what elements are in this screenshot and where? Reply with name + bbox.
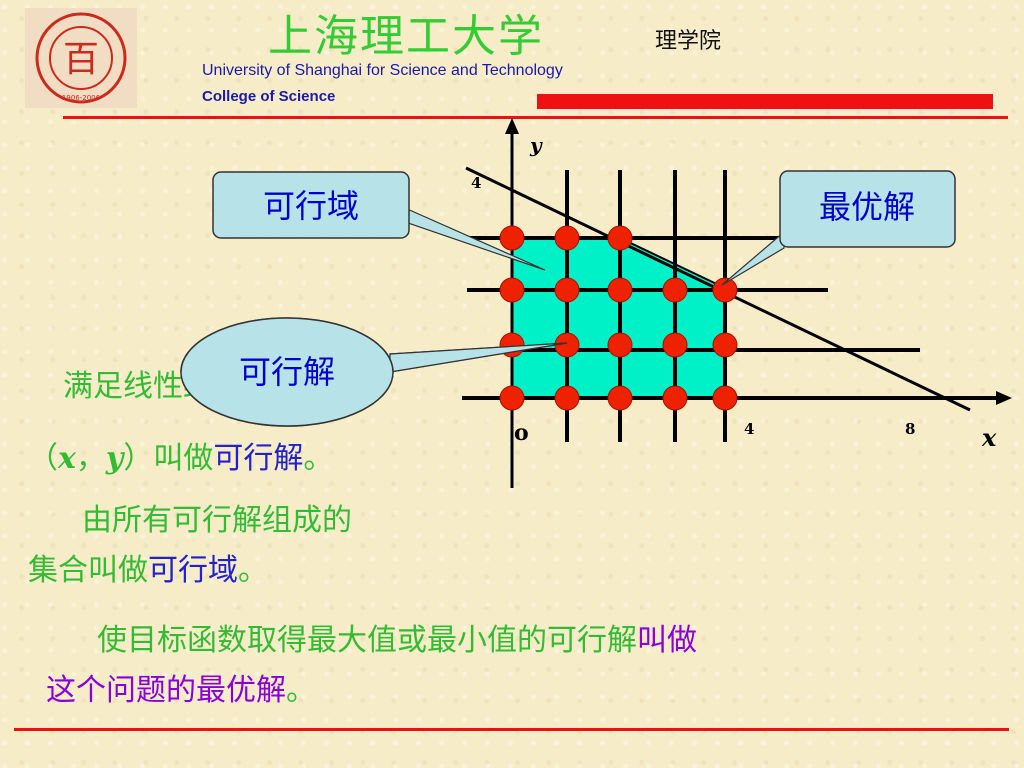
footer-divider	[14, 728, 1009, 731]
term-feasible-region: 可行域	[148, 553, 238, 588]
paragraph-feasible-region-line1: 由所有可行解组成的	[82, 503, 352, 538]
paragraph-term: 叫做	[637, 623, 697, 658]
feasible-point	[607, 225, 633, 251]
feasible-point	[499, 225, 525, 251]
callout-pointer	[389, 342, 568, 373]
var-y: y	[105, 441, 124, 476]
university-logo: 百 1906-2006	[25, 8, 137, 108]
callout-ellipse	[180, 317, 394, 427]
x-axis-label: x	[981, 423, 997, 452]
logo-char: 百	[63, 39, 99, 80]
x-axis-arrow-icon	[996, 391, 1012, 405]
period: 。	[286, 673, 316, 708]
logo-years: 1906-2006	[62, 94, 101, 102]
period: 。	[303, 441, 334, 476]
paragraph-text: 使目标函数取得最大值或最小值的可行解	[97, 623, 637, 658]
term-optimal-solution: 这个问题的最优解	[46, 673, 286, 708]
paragraph-optimal-line1: 使目标函数取得最大值或最小值的可行解叫做	[97, 626, 697, 656]
feasible-point	[499, 385, 525, 411]
university-title-en: University of Shanghai for Science and T…	[202, 62, 563, 79]
feasible-point	[607, 385, 633, 411]
callout-label: 最优解	[819, 188, 915, 226]
x-tick-label: 8	[905, 420, 915, 438]
paragraph-feasible-solution-line2: （x，y）叫做可行解。	[28, 444, 333, 474]
paragraph-text: 集合叫做	[28, 553, 148, 588]
callout-optimal-solution: 最优解	[721, 170, 956, 286]
feasible-point	[662, 385, 688, 411]
y-axis-label: y	[529, 133, 543, 157]
feasible-point	[712, 385, 738, 411]
var-x: x	[58, 441, 76, 476]
feasible-point	[712, 332, 738, 358]
feasible-point	[712, 277, 738, 303]
callout-label: 可行解	[239, 353, 335, 391]
y-axis-arrow-icon	[505, 118, 519, 134]
y-tick-label: 4	[471, 174, 481, 192]
feasible-point	[662, 277, 688, 303]
callout-box	[779, 170, 956, 248]
feasible-point	[554, 385, 580, 411]
feasible-point	[554, 225, 580, 251]
logo-seal-icon: 百 1906-2006	[35, 12, 127, 104]
term-feasible-solution: 可行解	[213, 441, 304, 476]
paragraph-feasible-region-line2: 集合叫做可行域。	[28, 556, 268, 586]
callout-box	[212, 171, 410, 239]
x-tick-label: 4	[744, 420, 754, 438]
university-title-cn: 上海理工大学	[268, 11, 544, 62]
feasible-points	[499, 225, 738, 411]
paren-open: （	[28, 441, 58, 476]
feasible-point	[607, 277, 633, 303]
paragraph-optimal-line2: 这个问题的最优解。	[46, 676, 316, 706]
callout-feasible-region: 可行域	[212, 171, 546, 271]
feasible-point	[554, 277, 580, 303]
feasible-point	[662, 332, 688, 358]
header-divider	[63, 116, 1008, 119]
origin-label: o	[514, 420, 529, 446]
callout-label: 可行域	[263, 187, 359, 225]
paren-close: ）叫做	[123, 441, 214, 476]
comma: ，	[75, 441, 106, 476]
feasible-point	[607, 332, 633, 358]
period: 。	[238, 553, 268, 588]
college-title-cn: 理学院	[655, 29, 722, 54]
college-title-en: College of Science	[202, 88, 336, 105]
header-red-bar	[537, 94, 993, 109]
feasible-point	[499, 277, 525, 303]
